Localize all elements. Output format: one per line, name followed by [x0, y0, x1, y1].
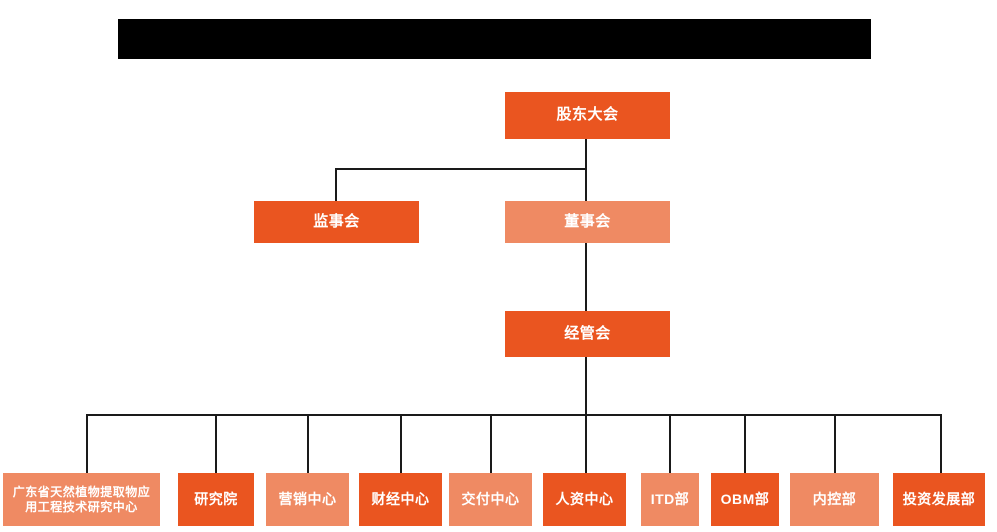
- node-label-internal-control-department: 内控部: [812, 490, 857, 507]
- node-label-delivery-center: 交付中心: [461, 490, 520, 507]
- node-obm-department[interactable]: OBM部: [711, 473, 779, 526]
- node-label-itd-department: ITD部: [650, 490, 690, 507]
- node-board-of-supervisors[interactable]: 监事会: [254, 201, 419, 243]
- node-label-management-committee: 经管会: [564, 324, 611, 342]
- connector-drop-itd-department: [669, 414, 671, 473]
- node-label-gd-engineering-center: 广东省天然植物提取物应 用工程技术研究中心: [12, 484, 151, 514]
- connector-drop-delivery-center: [490, 414, 492, 473]
- node-label-board-of-supervisors: 监事会: [313, 212, 360, 230]
- node-label-hr-center: 人资中心: [555, 490, 614, 507]
- connector-drop-gd-engineering-center: [86, 414, 88, 473]
- node-research-institute[interactable]: 研究院: [178, 473, 254, 526]
- node-delivery-center[interactable]: 交付中心: [449, 473, 532, 526]
- node-shareholders-meeting[interactable]: 股东大会: [505, 92, 670, 139]
- connector-to-supervisors: [335, 168, 337, 201]
- node-management-committee[interactable]: 经管会: [505, 311, 670, 357]
- redacted-title-text: [118, 19, 871, 59]
- node-internal-control-department[interactable]: 内控部: [790, 473, 879, 526]
- node-label-shareholders-meeting: 股东大会: [556, 106, 619, 124]
- connector-level2-bus: [335, 168, 587, 170]
- node-finance-center[interactable]: 财经中心: [359, 473, 442, 526]
- node-label-obm-department: OBM部: [720, 490, 770, 507]
- connector-directors-to-management: [585, 243, 587, 311]
- connector-drop-investment-development-department: [940, 414, 942, 473]
- connector-drop-research-institute: [215, 414, 217, 473]
- node-label-research-institute: 研究院: [194, 490, 238, 507]
- redacted-title-bar: [118, 19, 871, 59]
- connector-drop-internal-control-department: [834, 414, 836, 473]
- connector-shareholders-down: [585, 139, 587, 170]
- connector-drop-hr-center: [585, 414, 587, 473]
- node-board-of-directors[interactable]: 董事会: [505, 201, 670, 243]
- node-label-investment-development-department: 投资发展部: [902, 490, 976, 507]
- node-label-marketing-center: 营销中心: [278, 490, 337, 507]
- node-marketing-center[interactable]: 营销中心: [266, 473, 349, 526]
- node-gd-engineering-center[interactable]: 广东省天然植物提取物应 用工程技术研究中心: [3, 473, 160, 526]
- connector-to-directors: [585, 168, 587, 201]
- node-investment-development-department[interactable]: 投资发展部: [893, 473, 985, 526]
- connector-departments-bus: [86, 414, 942, 416]
- connector-drop-finance-center: [400, 414, 402, 473]
- node-hr-center[interactable]: 人资中心: [543, 473, 626, 526]
- node-label-board-of-directors: 董事会: [564, 212, 611, 230]
- connector-drop-marketing-center: [307, 414, 309, 473]
- node-itd-department[interactable]: ITD部: [641, 473, 699, 526]
- connector-drop-obm-department: [744, 414, 746, 473]
- connector-management-down: [585, 357, 587, 415]
- node-label-finance-center: 财经中心: [371, 490, 430, 507]
